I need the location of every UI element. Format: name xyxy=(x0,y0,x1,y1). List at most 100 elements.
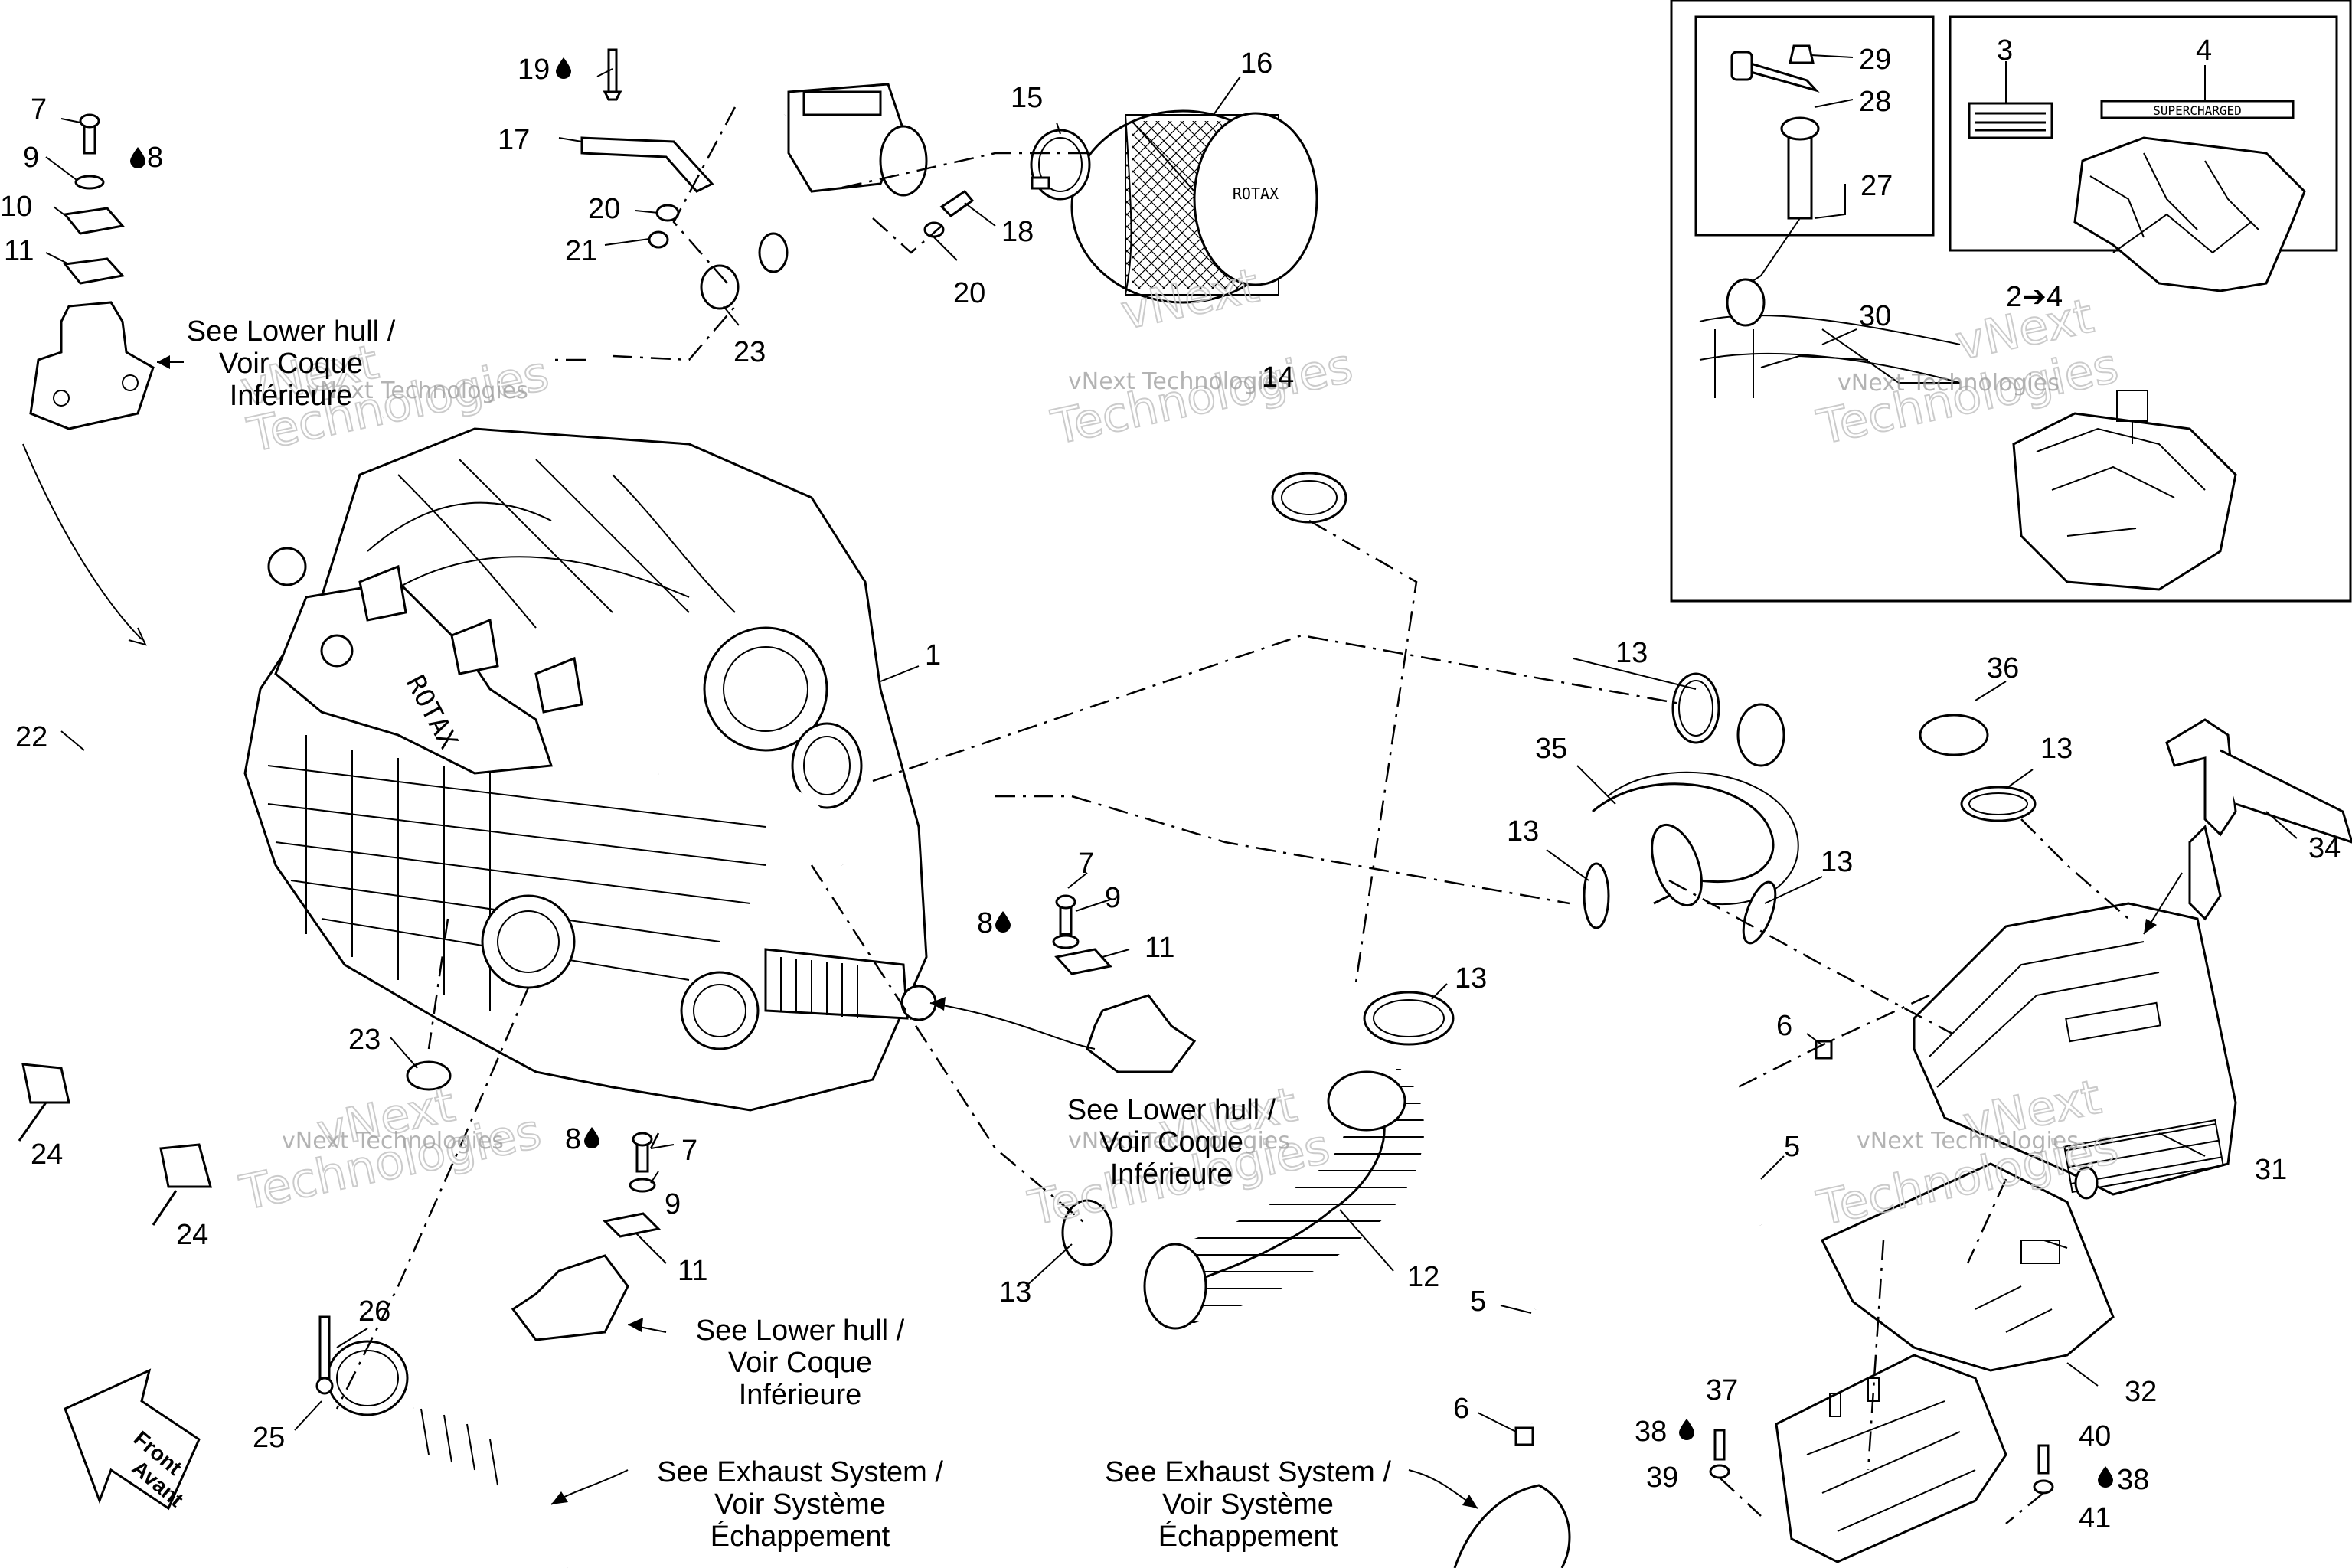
callout-13c: 13 xyxy=(1507,815,1539,848)
callout-14: 14 xyxy=(1262,361,1294,394)
decal-3 xyxy=(1968,102,2053,139)
callout-6a: 6 xyxy=(1776,1010,1792,1042)
callout-8a: 8 xyxy=(147,142,163,174)
callout-25: 25 xyxy=(253,1422,285,1454)
note-exhaust-1-line-1: See Exhaust System / xyxy=(657,1456,943,1488)
callout-9c: 9 xyxy=(665,1188,681,1220)
callout-24a: 24 xyxy=(31,1138,63,1171)
callout-39: 39 xyxy=(1646,1462,1678,1494)
exhaust-clamp-25 xyxy=(315,1315,409,1416)
callout-19: 19 xyxy=(518,54,550,86)
callout-5a: 5 xyxy=(1784,1131,1800,1163)
callout-38b: 38 xyxy=(2117,1464,2149,1496)
callout-26: 26 xyxy=(358,1295,390,1328)
callout-7a: 7 xyxy=(31,93,47,126)
shield-32 xyxy=(1820,1162,2115,1372)
callout-41: 41 xyxy=(2079,1502,2111,1534)
vent-tube-assembly xyxy=(1730,44,1820,296)
callout-3: 3 xyxy=(1997,34,2013,67)
callout-11c: 11 xyxy=(678,1255,707,1287)
clamp-13-a xyxy=(1671,672,1720,744)
callout-20a: 20 xyxy=(588,193,620,225)
bracket-24-b xyxy=(152,1143,212,1226)
callout-12: 12 xyxy=(1407,1261,1439,1293)
mount-plate xyxy=(1775,1354,2007,1563)
engine-mount-lower xyxy=(511,1132,662,1341)
hose-35 xyxy=(1592,771,1799,907)
drop-icon-8c xyxy=(584,1127,599,1148)
callout-29: 29 xyxy=(1859,44,1891,76)
clamp-13-c xyxy=(1583,862,1610,929)
note-exhaust-2-line-3: Échappement xyxy=(1158,1520,1338,1553)
callout-13f: 13 xyxy=(999,1276,1031,1308)
callout-6b: 6 xyxy=(1453,1393,1469,1425)
callout-15: 15 xyxy=(1011,82,1043,114)
note-lower-hull-1: See Lower hull / Voir Coque Inférieure xyxy=(187,315,396,412)
engine-mount-top-left xyxy=(29,113,155,430)
callout-7c: 7 xyxy=(681,1135,697,1167)
callout-13e: 13 xyxy=(1455,962,1487,995)
clamp-23-lower xyxy=(406,1060,452,1091)
note-lower-hull-3: See Lower hull / Voir Coque Inférieure xyxy=(696,1315,905,1411)
note-lower-hull-1-line-1: See Lower hull / xyxy=(187,315,396,348)
callout-4: 4 xyxy=(2196,34,2212,67)
callout-34: 34 xyxy=(2308,832,2341,864)
watermark-small-2: vNext Technologies xyxy=(1068,368,1290,395)
callout-37: 37 xyxy=(1706,1374,1738,1406)
hull-detail-inset xyxy=(1699,278,1961,398)
callout-24b: 24 xyxy=(176,1219,208,1251)
note-lower-hull-3-line-3: Inférieure xyxy=(739,1379,862,1411)
callout-17: 17 xyxy=(498,124,530,156)
callout-40: 40 xyxy=(2079,1420,2111,1452)
drop-icon-8a xyxy=(130,147,145,168)
decal-4-text: SUPERCHARGED xyxy=(2153,103,2242,118)
note-lower-hull-3-line-1: See Lower hull / xyxy=(696,1315,905,1347)
callout-1: 1 xyxy=(925,639,941,671)
callout-8c: 8 xyxy=(565,1123,581,1155)
vent-hose-5 xyxy=(1514,1099,1766,1446)
inset-panel: SUPERCHARGED xyxy=(1670,0,2352,603)
note-exhaust-2-line-2: Voir Système xyxy=(1162,1488,1334,1521)
clamp-13-e xyxy=(1363,991,1455,1046)
note-exhaust-1: See Exhaust System / Voir Système Échapp… xyxy=(657,1456,943,1553)
callout-35: 35 xyxy=(1535,733,1567,765)
callout-10: 10 xyxy=(0,191,32,223)
exhaust-pipe-2 xyxy=(1453,1484,1571,1568)
callout-21: 21 xyxy=(565,235,597,267)
air-intake-tube-14 xyxy=(749,83,1348,524)
bolt-37 xyxy=(1709,1429,1730,1479)
intercooler-31 xyxy=(1913,902,2237,1200)
callout-23b: 23 xyxy=(348,1024,381,1056)
note-lower-hull-2-line-3: Inférieure xyxy=(1110,1158,1233,1191)
inset-engine xyxy=(2012,390,2237,591)
callout-13d: 13 xyxy=(1821,846,1853,878)
hose-36 xyxy=(1733,633,1989,767)
callout-31: 31 xyxy=(2255,1154,2287,1186)
clamp-13-f xyxy=(1061,1199,1113,1266)
bracket-24-a xyxy=(18,1063,70,1142)
drop-icon-19 xyxy=(556,57,571,79)
callout-16: 16 xyxy=(1240,47,1272,80)
callout-20b: 20 xyxy=(953,277,985,309)
watermark-small-3: vNext Technologies xyxy=(1838,370,2060,397)
air-filter-16: ROTAX xyxy=(1070,109,1318,304)
note-lower-hull-1-line-3: Inférieure xyxy=(230,380,353,412)
callout-9b: 9 xyxy=(1105,882,1121,914)
note-lower-hull-3-line-2: Voir Coque xyxy=(728,1347,872,1379)
bolt-18 xyxy=(923,190,975,238)
callout-labels: 1 3 4 2➔4 5 5 6 6 7 7 7 8 8 8 9 9 9 10 1… xyxy=(0,34,2341,1534)
callout-11b: 11 xyxy=(1145,932,1174,964)
engine-cover xyxy=(2073,136,2306,292)
callout-13b: 13 xyxy=(2040,733,2073,765)
note-lower-hull-2-line-2: Voir Coque xyxy=(1099,1126,1243,1158)
drop-icon-38b xyxy=(2098,1466,2113,1488)
note-exhaust-1-line-3: Échappement xyxy=(710,1520,890,1553)
callout-30: 30 xyxy=(1859,300,1891,332)
note-lower-hull-2-line-1: See Lower hull / xyxy=(1067,1094,1276,1126)
callout-18: 18 xyxy=(1001,216,1034,248)
decal-4: SUPERCHARGED xyxy=(2100,100,2295,119)
front-arrow-icon: Front Avant xyxy=(64,1368,201,1511)
clamp-13-b xyxy=(1960,786,2037,822)
clamp-13-d xyxy=(1742,880,1777,945)
